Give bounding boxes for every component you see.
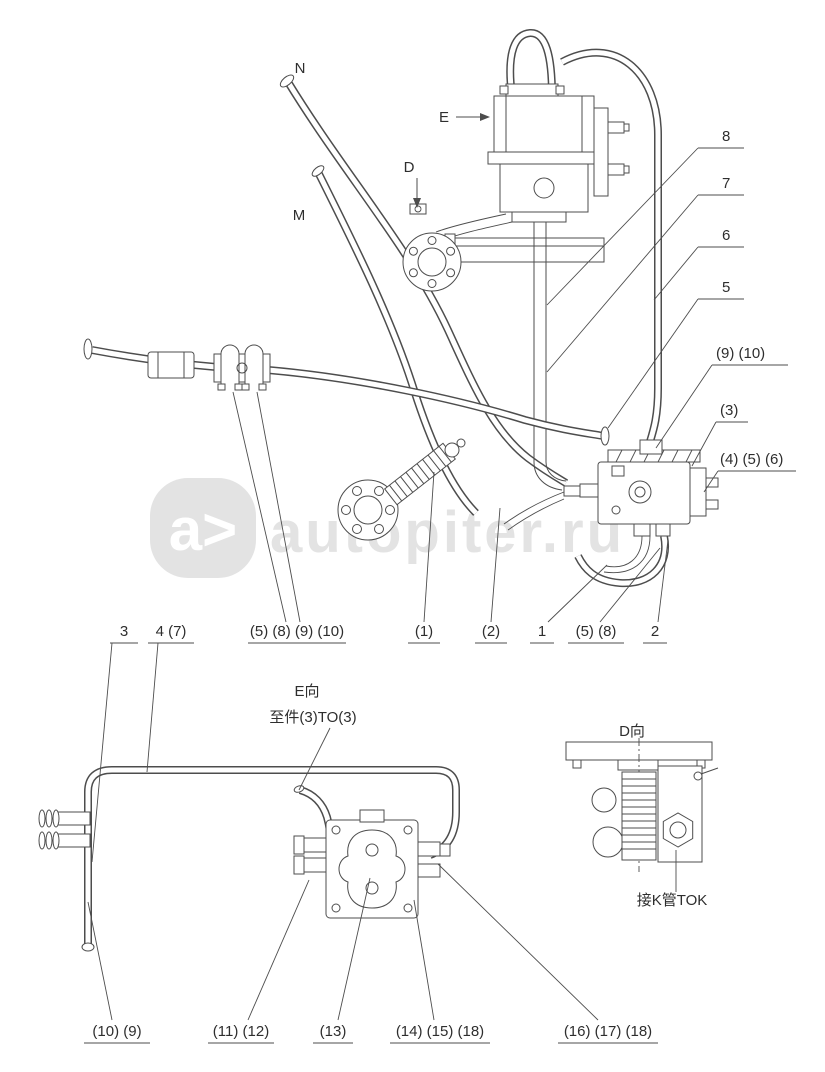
e-view-label: E向	[294, 683, 319, 700]
d-direction-arrow-icon	[413, 178, 421, 208]
d-view-label: D向	[619, 723, 645, 740]
direction-label-d: D	[404, 159, 415, 176]
watermark-site-text: autopiter.ru	[270, 500, 625, 565]
callout-2-paren: (2)	[482, 623, 500, 640]
watermark-logo-blob	[150, 478, 256, 578]
direction-label-n: N	[295, 60, 306, 77]
callout-5: 5	[722, 279, 730, 296]
callout-7: 7	[722, 175, 730, 192]
callout-3: 3	[120, 623, 128, 640]
watermark-logo-icon: a>	[169, 496, 237, 563]
callout-11-12: (11) (12)	[213, 1023, 269, 1040]
callout-10-9: (10) (9)	[92, 1023, 141, 1040]
direction-label-m: M	[293, 207, 306, 224]
upper-assembly-drawing	[83, 33, 719, 583]
callout-14-15-18: (14) (15) (18)	[396, 1023, 484, 1040]
direction-label-e: E	[439, 109, 449, 126]
lower-left-assembly-drawing	[38, 770, 456, 952]
e-view-note: 至件(3)TO(3)	[269, 709, 356, 726]
watermark: a> autopiter.ru	[150, 478, 625, 578]
callout-4-7: 4 (7)	[156, 623, 187, 640]
d-view-drawing	[565, 738, 719, 872]
callout-1: 1	[538, 623, 546, 640]
callout-2: 2	[651, 623, 659, 640]
callout-1-paren: (1)	[415, 623, 433, 640]
e-direction-arrow-icon	[456, 113, 490, 121]
callout-4-5-6: (4) (5) (6)	[720, 451, 783, 468]
callout-9-10: (9) (10)	[716, 345, 765, 362]
callout-6: 6	[722, 227, 730, 244]
callout-16-17-18: (16) (17) (18)	[564, 1023, 652, 1040]
callout-5-8-9-10: (5) (8) (9) (10)	[250, 623, 344, 640]
callout-13: (13)	[320, 1023, 347, 1040]
callout-leader-lines	[84, 147, 796, 1044]
callout-3-paren: (3)	[720, 402, 738, 419]
callout-8: 8	[722, 128, 730, 145]
callout-5-8: (5) (8)	[576, 623, 617, 640]
k-pipe-note: 接K管TOK	[637, 892, 708, 909]
